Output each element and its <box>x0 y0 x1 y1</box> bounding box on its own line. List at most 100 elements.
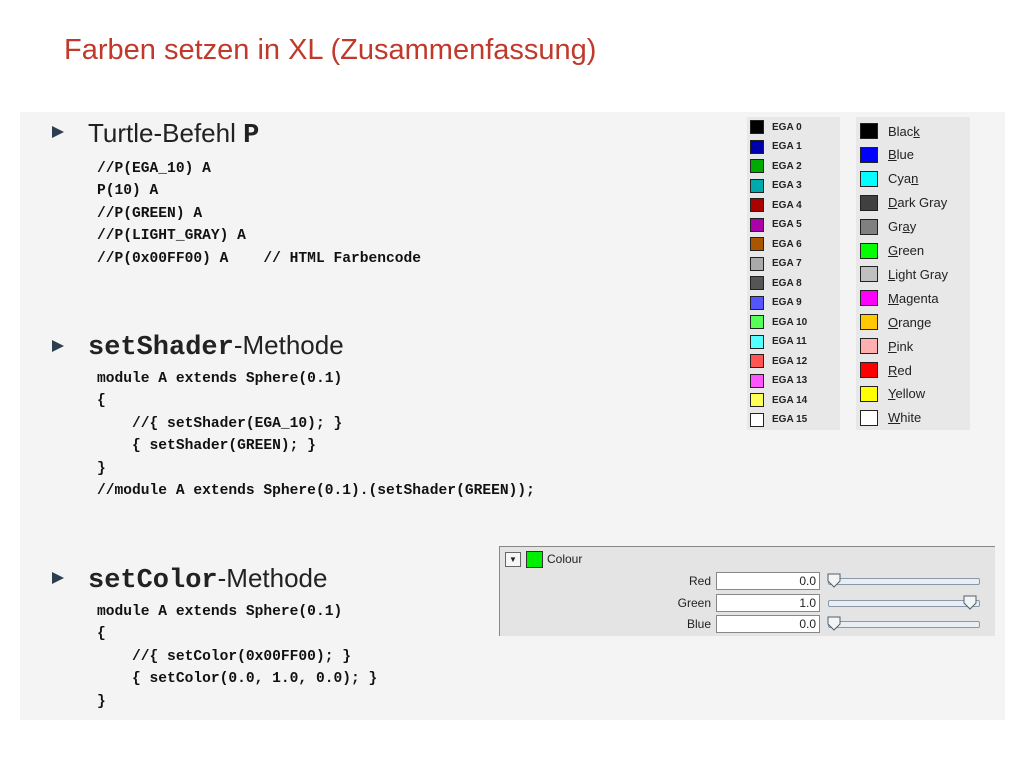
color-swatch <box>860 362 878 378</box>
colour-panel-title: Colour <box>547 552 583 566</box>
code-block: module A extends Sphere(0.1) { //{ setCo… <box>97 604 378 710</box>
heading-code: setShader <box>88 333 234 363</box>
colour-swatch <box>526 551 543 568</box>
code-block: //P(EGA_10) A P(10) A //P(GREEN) A //P(L… <box>97 161 422 267</box>
channel-value-field[interactable]: 0.0 <box>716 572 820 590</box>
code-block: module A extends Sphere(0.1) { //{ setSh… <box>97 371 535 500</box>
color-label: EGA 8 <box>772 277 802 289</box>
channel-slider[interactable] <box>828 600 980 607</box>
section-heading: Turtle-Befehl P <box>88 118 259 151</box>
slider-thumb[interactable] <box>827 573 841 588</box>
bullet-arrow-icon <box>52 126 64 138</box>
color-label: Magenta <box>888 290 939 306</box>
color-swatch <box>860 266 878 283</box>
ega-color-item[interactable]: EGA 4 <box>750 196 802 214</box>
color-swatch <box>750 139 764 154</box>
heading-text: -Methode <box>217 563 328 593</box>
named-color-item[interactable]: Magenta <box>860 288 939 308</box>
ega-color-item[interactable]: EGA 12 <box>750 352 807 370</box>
color-label: Red <box>888 362 912 378</box>
ega-color-item[interactable]: EGA 8 <box>750 274 802 292</box>
ega-color-item[interactable]: EGA 0 <box>750 118 802 136</box>
color-label: EGA 5 <box>772 219 802 230</box>
color-label: EGA 7 <box>772 258 802 269</box>
color-swatch <box>860 314 878 331</box>
named-color-item[interactable]: Orange <box>860 312 931 332</box>
ega-color-item[interactable]: EGA 13 <box>750 372 807 390</box>
ega-color-item[interactable]: EGA 15 <box>750 411 807 429</box>
slider-thumb[interactable] <box>963 595 977 610</box>
named-color-item[interactable]: Yellow <box>860 384 925 404</box>
color-swatch <box>750 120 764 134</box>
color-swatch <box>750 217 764 232</box>
named-color-item[interactable]: Cyan <box>860 169 918 189</box>
named-color-item[interactable]: Dark Gray <box>860 193 947 213</box>
colour-channel-row: Blue 0.0 <box>500 614 995 634</box>
color-swatch <box>860 385 878 402</box>
named-color-item[interactable]: Green <box>860 241 924 261</box>
color-label: EGA 2 <box>772 160 802 172</box>
color-label: EGA 9 <box>772 297 802 308</box>
ega-color-item[interactable]: EGA 2 <box>750 157 802 175</box>
color-swatch <box>860 194 878 211</box>
named-color-item[interactable]: Black <box>860 121 920 141</box>
color-label: Light Gray <box>888 266 948 282</box>
color-label: Green <box>888 243 925 258</box>
named-color-item[interactable]: Pink <box>860 336 913 356</box>
color-swatch <box>750 373 764 388</box>
heading-text: -Methode <box>233 330 344 360</box>
ega-color-item[interactable]: EGA 5 <box>750 216 802 234</box>
ega-color-item[interactable]: EGA 7 <box>750 255 802 273</box>
section-heading: setColor-Methode <box>88 563 327 596</box>
color-swatch <box>750 198 764 212</box>
color-swatch <box>860 146 878 163</box>
color-label: Gray <box>888 219 917 235</box>
color-label: Cyan <box>888 171 919 187</box>
color-label: EGA 6 <box>772 238 802 250</box>
named-color-item[interactable]: Gray <box>860 217 916 237</box>
color-swatch <box>750 159 764 173</box>
color-label: Blue <box>888 147 915 163</box>
named-color-item[interactable]: Red <box>860 360 912 380</box>
channel-slider[interactable] <box>828 621 980 628</box>
bullet-arrow-icon <box>52 340 64 352</box>
color-label: EGA 4 <box>772 199 802 211</box>
named-color-item[interactable]: White <box>860 408 921 428</box>
color-swatch <box>750 354 764 368</box>
triangle-down-icon[interactable]: ▼ <box>505 552 521 567</box>
slide-title: Farben setzen in XL (Zusammenfassung) <box>64 34 597 66</box>
ega-color-item[interactable]: EGA 1 <box>750 138 802 156</box>
ega-color-item[interactable]: EGA 10 <box>750 313 807 331</box>
color-swatch <box>860 123 878 139</box>
color-label: Black <box>888 123 920 139</box>
color-swatch <box>860 409 878 426</box>
ega-color-item[interactable]: EGA 6 <box>750 235 802 253</box>
named-color-item[interactable]: Light Gray <box>860 264 948 284</box>
ega-color-item[interactable]: EGA 11 <box>750 333 807 351</box>
channel-slider[interactable] <box>828 578 980 585</box>
color-swatch <box>750 315 764 329</box>
section-heading: setShader-Methode <box>88 330 344 363</box>
color-label: EGA 0 <box>772 121 802 133</box>
color-label: EGA 3 <box>772 180 802 191</box>
channel-value-field[interactable]: 1.0 <box>716 594 820 612</box>
colour-panel-header: ▼ Colour <box>500 547 995 571</box>
ega-color-item[interactable]: EGA 9 <box>750 294 802 312</box>
color-swatch <box>750 295 764 310</box>
color-swatch <box>860 338 878 355</box>
color-label: Orange <box>888 314 932 330</box>
color-swatch <box>750 276 764 290</box>
ega-color-item[interactable]: EGA 3 <box>750 177 802 195</box>
color-swatch <box>860 170 878 187</box>
ega-color-item[interactable]: EGA 14 <box>750 391 807 409</box>
color-swatch <box>750 256 764 271</box>
channel-value-field[interactable]: 0.0 <box>716 615 820 633</box>
channel-label: Blue <box>686 617 711 631</box>
slider-thumb[interactable] <box>827 616 841 631</box>
channel-label: Green <box>677 596 711 610</box>
named-color-item[interactable]: Blue <box>860 145 914 165</box>
color-label: Yellow <box>888 386 926 402</box>
